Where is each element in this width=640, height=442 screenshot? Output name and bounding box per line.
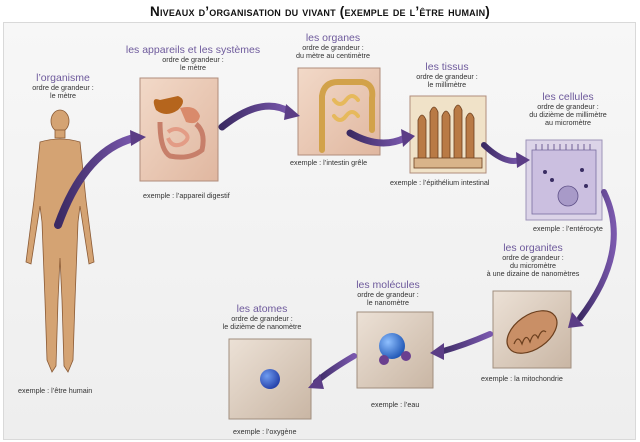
stage-molecules: les molécules ordre de grandeur : le nan… bbox=[338, 279, 438, 307]
enterocyte-cell-icon bbox=[531, 144, 597, 215]
stage-appareils: les appareils et les systèmes ordre de g… bbox=[118, 44, 268, 72]
stage-cellules-example: exemple : l’entérocyte bbox=[533, 224, 603, 233]
stage-organites-sub1: ordre de grandeur : bbox=[502, 253, 564, 262]
stage-organes: les organes ordre de grandeur : du mètre… bbox=[278, 32, 388, 60]
stage-organites-sub2: du micromètre bbox=[510, 261, 556, 271]
stage-tissus: les tissus ordre de grandeur : le millim… bbox=[402, 61, 492, 89]
water-molecule-icon bbox=[379, 333, 411, 365]
stage-organites: les organites ordre de grandeur : du mic… bbox=[472, 242, 594, 279]
digestive-system-icon bbox=[153, 96, 206, 160]
stage-organes-example: exemple : l’intestin grêle bbox=[290, 158, 368, 167]
stage-atomes-head: les atomes bbox=[236, 303, 288, 315]
stage-appareils-sub2: le mètre bbox=[180, 63, 206, 73]
stage-cellules: les cellules ordre de grandeur : du dizi… bbox=[512, 91, 624, 128]
stage-molecules-sub2: le nanomètre bbox=[367, 298, 409, 308]
diagram-panel bbox=[3, 22, 636, 440]
stage-tissus-example: exemple : l’épithélium intestinal bbox=[390, 178, 490, 187]
stage-organites-head: les organites bbox=[503, 242, 563, 254]
stage-cellules-sub3: au micromètre bbox=[545, 118, 591, 128]
stage-organites-example: exemple : la mitochondrie bbox=[481, 374, 563, 383]
stage-organisme-sub1: ordre de grandeur : bbox=[32, 83, 94, 92]
stage-organes-sub2: du mètre au centimètre bbox=[296, 51, 370, 61]
stage-organisme-sub2: le mètre bbox=[50, 91, 76, 101]
stage-organisme: l’organisme ordre de grandeur : le mètre bbox=[18, 72, 108, 100]
stage-organes-head: les organes bbox=[305, 32, 361, 44]
diagram-title: Niveaux d’organisation du vivant (exempl… bbox=[150, 4, 490, 19]
stage-molecules-head: les molécules bbox=[356, 279, 420, 291]
small-intestine-icon bbox=[319, 79, 376, 153]
oxygen-atom-icon bbox=[260, 369, 280, 389]
stage-atomes-sub2: le dizième de nanomètre bbox=[222, 322, 302, 332]
stage-organes-sub1: ordre de grandeur : bbox=[302, 43, 364, 52]
stage-cellules-sub2: du dizième de millimètre bbox=[529, 110, 607, 120]
stage-tissus-sub2: le millimètre bbox=[427, 80, 467, 90]
stage-cellules-sub1: ordre de grandeur : bbox=[537, 102, 599, 111]
stage-atomes-example: exemple : l’oxygène bbox=[233, 427, 297, 436]
stage-molecules-example: exemple : l’eau bbox=[371, 400, 420, 409]
stage-tissus-head: les tissus bbox=[425, 61, 469, 73]
stage-molecules-sub1: ordre de grandeur : bbox=[357, 290, 419, 299]
stage-atomes-sub1: ordre de grandeur : bbox=[231, 314, 293, 323]
stage-organisme-head: l’organisme bbox=[36, 72, 90, 84]
stage-tissus-sub1: ordre de grandeur : bbox=[416, 72, 478, 81]
stage-appareils-example: exemple : l’appareil digestif bbox=[143, 191, 230, 200]
mitochondria-icon bbox=[506, 310, 558, 354]
intestinal-epithelium-icon bbox=[413, 104, 483, 169]
stage-atomes: les atomes ordre de grandeur : le dizièm… bbox=[207, 303, 317, 331]
stage-organites-sub3: à une dizaine de nanomètres bbox=[486, 269, 580, 279]
human-body-icon bbox=[25, 109, 95, 373]
stage-cellules-head: les cellules bbox=[542, 91, 594, 103]
arrow-heads bbox=[130, 104, 584, 389]
stage-organisme-example: exemple : l’être humain bbox=[18, 386, 93, 395]
stage-appareils-sub1: ordre de grandeur : bbox=[162, 55, 224, 64]
stage-appareils-head: les appareils et les systèmes bbox=[125, 44, 261, 56]
